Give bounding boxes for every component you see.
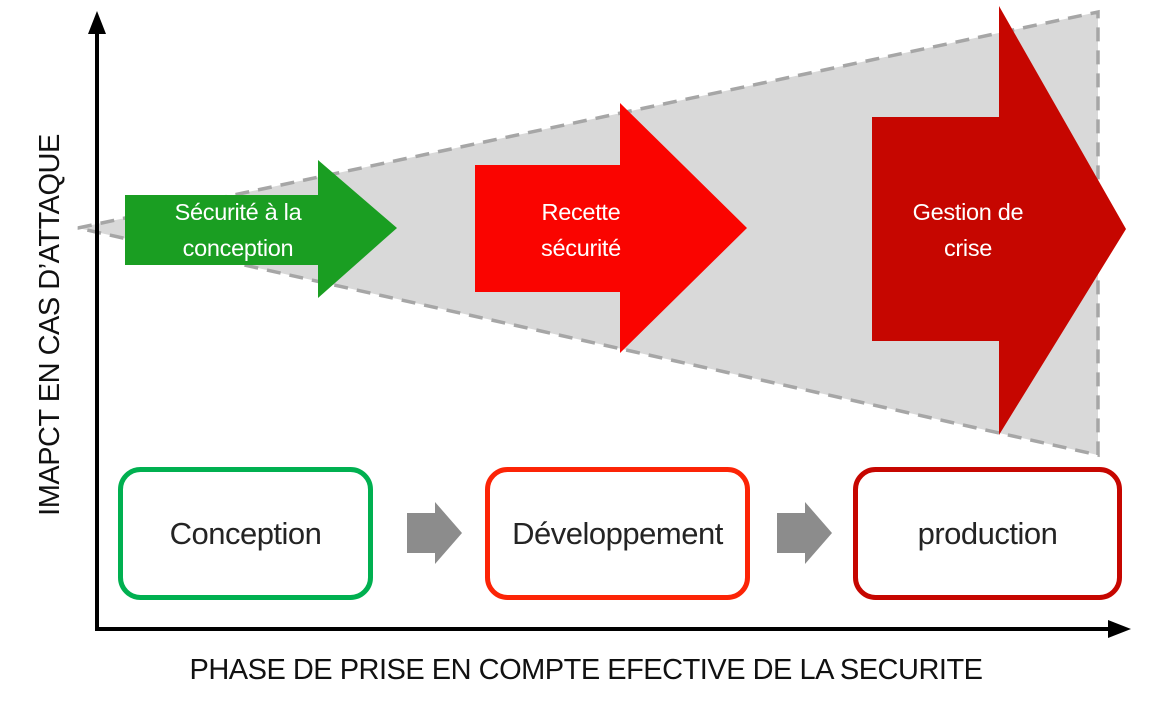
phase-box-conception [118,467,373,600]
stage-label-line: Gestion de [912,199,1024,225]
flow-arrow-icon [777,502,832,564]
phase-box-production [853,467,1122,600]
x-axis-arrowhead-icon [1108,620,1131,638]
stage-arrow-security-testing [475,103,747,353]
flow-arrow-icon [407,502,462,564]
phase-label-conception: Conception [169,515,322,551]
y-axis-arrowhead-icon [88,11,106,34]
stage-label-line: conception [182,235,294,261]
x-axis-label: PHASE DE PRISE EN COMPTE EFECTIVE DE LA … [189,654,983,686]
stage-arrow-crisis-management [872,6,1126,435]
stage-arrow-label-security-by-design: Sécurité à la conception [128,194,348,266]
phase-label-developpement: Développement [512,515,723,551]
stage-label-line: Recette [541,199,621,225]
stage-arrow-label-security-testing: Recette sécurité [471,194,691,266]
stage-label-line: crise [943,235,993,261]
phase-box-developpement [485,467,750,600]
y-axis-label: IMAPCT EN CAS D’ATTAQUE [34,134,66,516]
stage-arrow-label-crisis-management: Gestion de crise [858,194,1078,266]
stage-label-line: sécurité [541,235,621,261]
stage-arrow-security-by-design [125,160,397,298]
phase-label-production: production [917,515,1058,551]
stage-label-line: Sécurité à la [174,199,302,225]
